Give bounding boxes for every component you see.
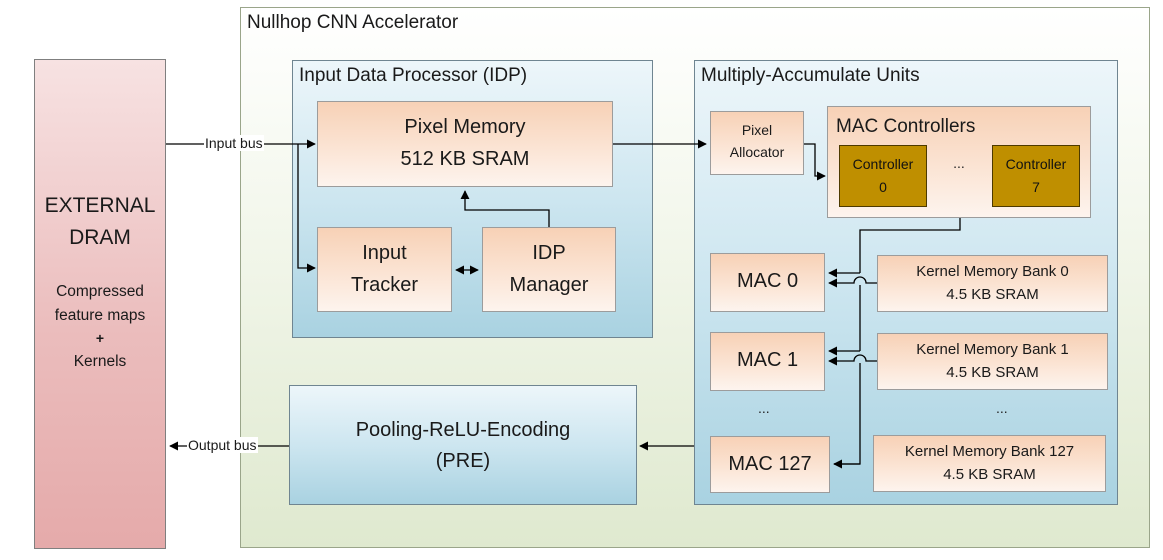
accelerator-title: Nullhop CNN Accelerator — [247, 12, 459, 33]
controllers-ellipsis: ... — [953, 155, 965, 171]
input-tracker-line1: Input — [362, 242, 407, 264]
kernel-bank-0-block: Kernel Memory Bank 0 4.5 KB SRAM — [877, 255, 1108, 312]
dram-desc-line2: feature maps — [54, 307, 146, 324]
pre-label: Pooling-ReLU-Encoding — [355, 419, 571, 441]
dram-title: EXTERNAL DRAM — [35, 190, 165, 254]
idp-manager-line1: IDP — [532, 242, 566, 264]
pre-block: Pooling-ReLU-Encoding (PRE) — [289, 385, 637, 505]
idp-manager-line2: Manager — [509, 274, 589, 296]
pixel-memory-label: Pixel Memory — [404, 116, 526, 138]
input-bus-label: Input bus — [204, 135, 264, 151]
dram-desc-plus: + — [95, 330, 105, 346]
mac-1-label: MAC 1 — [736, 349, 799, 371]
kernel-bank-127-label: Kernel Memory Bank 127 — [904, 443, 1075, 460]
mac-127-label: MAC 127 — [728, 453, 812, 475]
dram-desc-line1: Compressed — [56, 283, 144, 300]
idp-title: Input Data Processor (IDP) — [299, 65, 528, 86]
kernel-bank-1-label: Kernel Memory Bank 1 — [916, 341, 1069, 358]
kernel-bank-127-size: 4.5 KB SRAM — [943, 466, 1036, 483]
mac-0-block: MAC 0 — [710, 253, 825, 312]
output-bus-label: Output bus — [187, 437, 258, 453]
mac-ellipsis: ... — [758, 400, 770, 416]
kernel-bank-1-size: 4.5 KB SRAM — [946, 364, 1039, 381]
controller-0-block: Controller 0 — [839, 145, 927, 207]
mac-0-label: MAC 0 — [736, 270, 799, 292]
controller-7-block: Controller 7 — [992, 145, 1080, 207]
kernel-bank-0-size: 4.5 KB SRAM — [946, 286, 1039, 303]
controller-7-index: 7 — [1032, 179, 1040, 195]
kernel-bank-127-block: Kernel Memory Bank 127 4.5 KB SRAM — [873, 435, 1106, 492]
pixel-allocator-block: Pixel Allocator — [710, 111, 804, 175]
input-tracker-line2: Tracker — [350, 274, 419, 296]
mac-units-title: Multiply-Accumulate Units — [701, 65, 920, 86]
kernel-bank-1-block: Kernel Memory Bank 1 4.5 KB SRAM — [877, 333, 1108, 390]
controller-0-index: 0 — [879, 179, 887, 195]
pixel-memory-size: 512 KB SRAM — [400, 148, 530, 170]
pixel-allocator-line1: Pixel — [741, 122, 773, 138]
mac-1-block: MAC 1 — [710, 332, 825, 391]
controller-7-label: Controller — [1005, 156, 1067, 172]
pixel-allocator-line2: Allocator — [729, 144, 785, 160]
external-dram-block: EXTERNAL DRAM Compressed feature maps + … — [34, 59, 166, 549]
input-tracker-block: Input Tracker — [317, 227, 452, 312]
dram-title-line2: DRAM — [69, 226, 131, 249]
kernel-ellipsis: ... — [996, 400, 1008, 416]
mac-127-block: MAC 127 — [710, 436, 830, 493]
idp-manager-block: IDP Manager — [482, 227, 616, 312]
pre-abbrev: (PRE) — [435, 450, 491, 472]
kernel-bank-0-label: Kernel Memory Bank 0 — [916, 263, 1069, 280]
controller-0-label: Controller — [852, 156, 914, 172]
dram-desc-line4: Kernels — [73, 353, 127, 370]
dram-title-line1: EXTERNAL — [44, 194, 156, 217]
mac-controllers-title: MAC Controllers — [836, 116, 976, 137]
pixel-memory-block: Pixel Memory 512 KB SRAM — [317, 101, 613, 187]
